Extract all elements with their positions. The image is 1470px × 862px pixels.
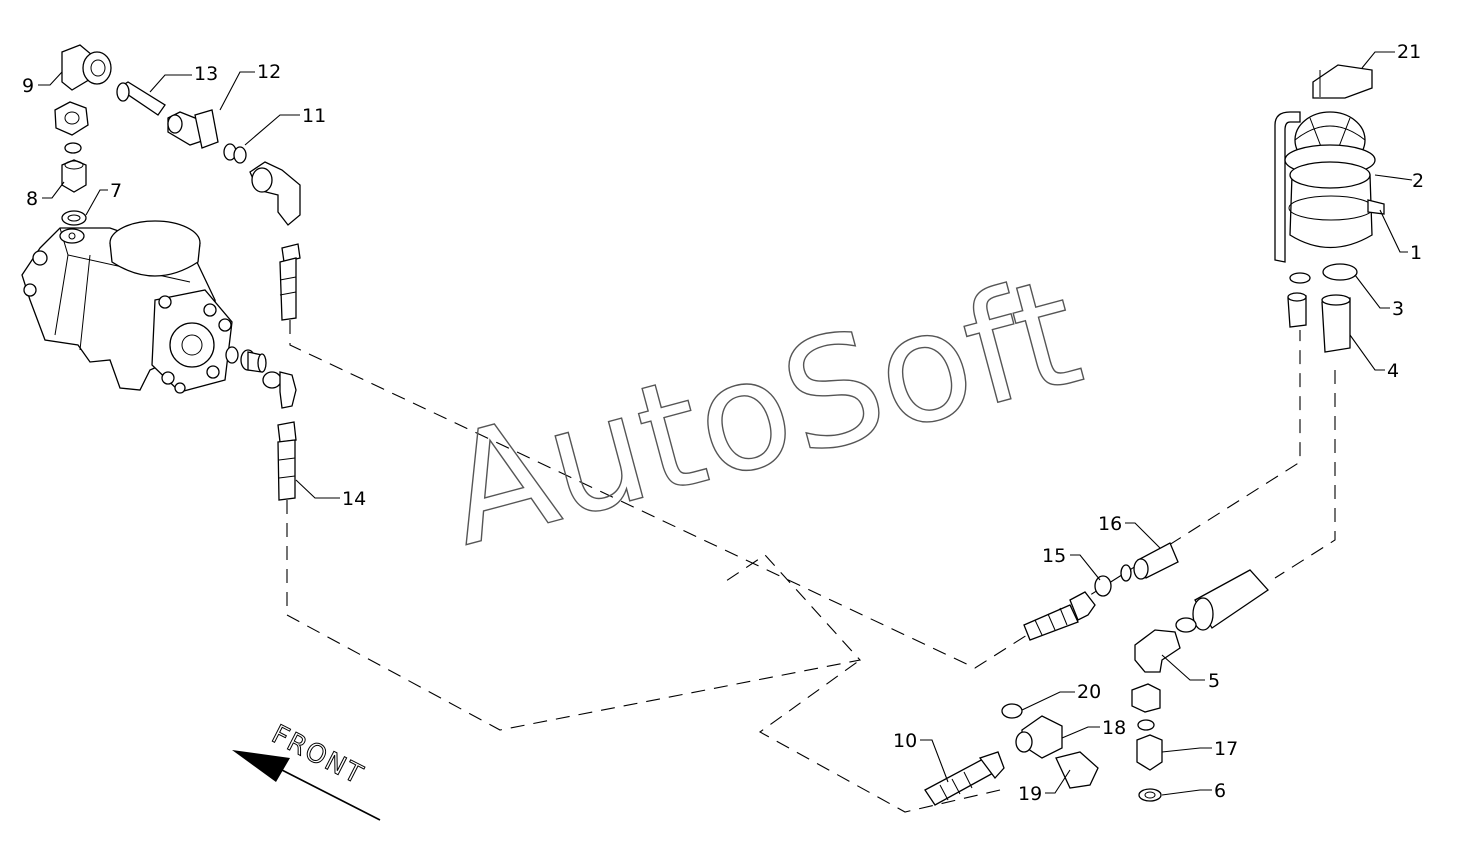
fitting-chain-top <box>116 81 301 226</box>
callout-19: 19 <box>1018 783 1042 805</box>
callout-21: 21 <box>1397 41 1421 63</box>
steering-pump <box>21 220 267 394</box>
callout-15: 15 <box>1042 545 1066 567</box>
fitting-stack-left <box>54 44 112 226</box>
callout-11: 11 <box>302 105 326 127</box>
routing-lines <box>286 320 1336 813</box>
callout-18: 18 <box>1102 717 1126 739</box>
callout-14: 14 <box>342 488 366 510</box>
callout-labels: 9 13 12 11 8 7 14 21 2 1 3 4 5 16 15 20 … <box>22 41 1424 805</box>
callout-10: 10 <box>893 730 917 752</box>
callout-3: 3 <box>1392 298 1404 320</box>
front-arrow: FRONT <box>232 719 381 821</box>
callout-2: 2 <box>1412 170 1424 192</box>
hose-end-14 <box>277 421 297 501</box>
callout-7: 7 <box>110 180 122 202</box>
callout-5: 5 <box>1208 670 1220 692</box>
fitting-group-bottom <box>924 703 1099 806</box>
watermark-text: AutoSoft <box>429 245 1096 580</box>
callout-1: 1 <box>1410 242 1422 264</box>
callout-12: 12 <box>257 61 281 83</box>
watermark: AutoSoft <box>429 244 1098 580</box>
reservoir-assembly <box>1274 64 1385 353</box>
callout-16: 16 <box>1098 513 1122 535</box>
elbow-lower-left <box>262 371 297 409</box>
callout-20: 20 <box>1077 681 1101 703</box>
callout-4: 4 <box>1387 360 1399 382</box>
callout-9: 9 <box>22 75 34 97</box>
callout-6: 6 <box>1214 780 1226 802</box>
callout-leaders <box>38 51 1413 796</box>
front-label: FRONT <box>267 720 369 792</box>
callout-17: 17 <box>1214 738 1238 760</box>
callout-8: 8 <box>26 188 38 210</box>
hose-end-upper <box>279 243 301 321</box>
callout-13: 13 <box>194 63 218 85</box>
fitting-chain-right <box>1023 542 1269 802</box>
